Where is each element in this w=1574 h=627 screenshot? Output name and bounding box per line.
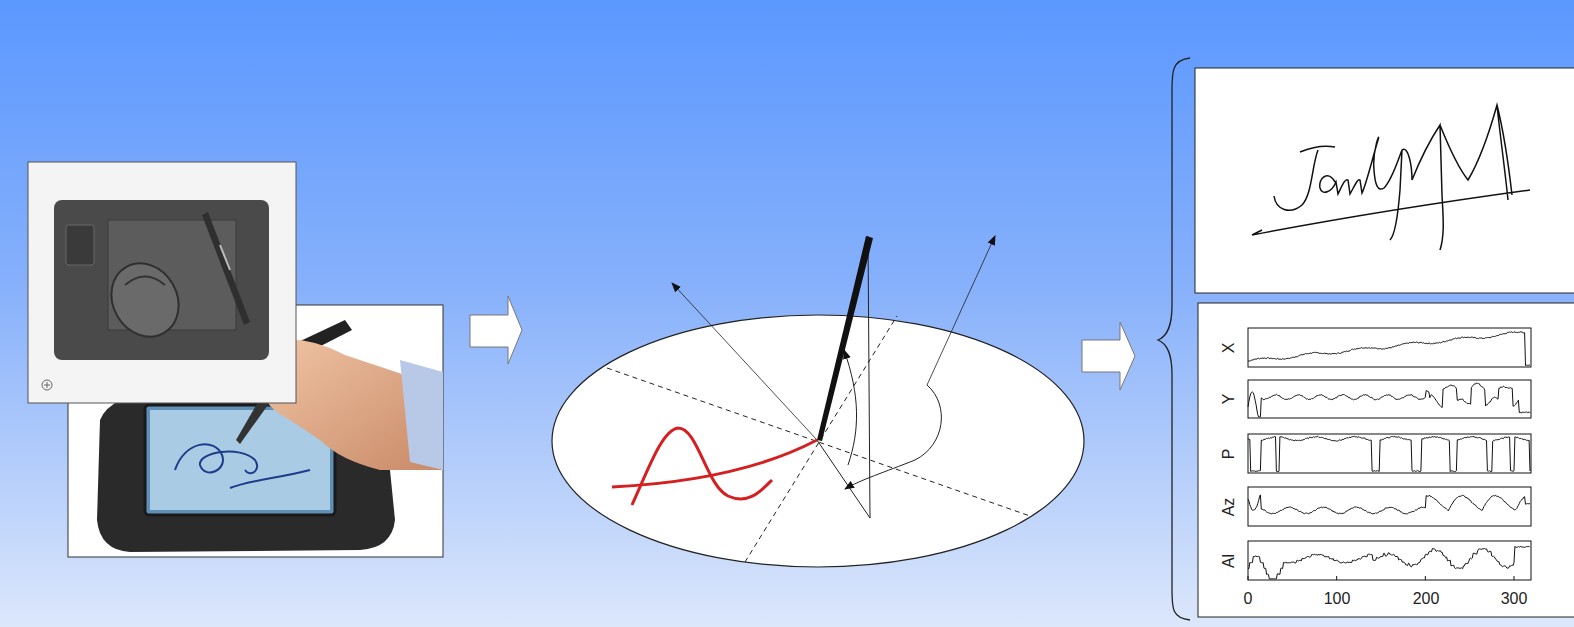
tablet-inset: [28, 162, 296, 403]
signal-trace: [1248, 436, 1530, 471]
pen-geometry: [552, 236, 1084, 567]
axis-label: P: [1221, 449, 1237, 460]
tick-label: 300: [1501, 591, 1528, 607]
tick-mark: [1336, 576, 1337, 580]
brace: [1158, 58, 1190, 620]
plot-frame: [1248, 434, 1531, 473]
tick-label: 0: [1244, 591, 1253, 607]
signal-trace: [1248, 495, 1530, 514]
signature-panel: [1195, 68, 1574, 293]
plot-frame: [1248, 328, 1531, 367]
signal-panel: [1198, 303, 1574, 617]
tick-label: 100: [1324, 591, 1351, 607]
plot-frame: [1248, 541, 1531, 580]
signal-trace: [1248, 332, 1530, 366]
plot-frame: [1248, 380, 1531, 418]
flow-arrow: [470, 296, 522, 364]
signature-trace: [1252, 105, 1530, 250]
signal-trace: [1248, 546, 1530, 579]
tick-mark: [1248, 576, 1249, 580]
signal-plots: [1248, 328, 1531, 580]
axis-label: Az: [1221, 498, 1237, 517]
tick-mark: [1514, 576, 1515, 580]
tick-label: 200: [1413, 591, 1440, 607]
flow-arrow: [1082, 322, 1135, 390]
plot-frame: [1248, 487, 1531, 526]
axis-label: Y: [1221, 394, 1237, 405]
signal-trace: [1248, 383, 1530, 417]
axis-label: Al: [1221, 554, 1237, 568]
tick-mark: [1425, 576, 1426, 580]
axis-label: X: [1221, 343, 1237, 354]
